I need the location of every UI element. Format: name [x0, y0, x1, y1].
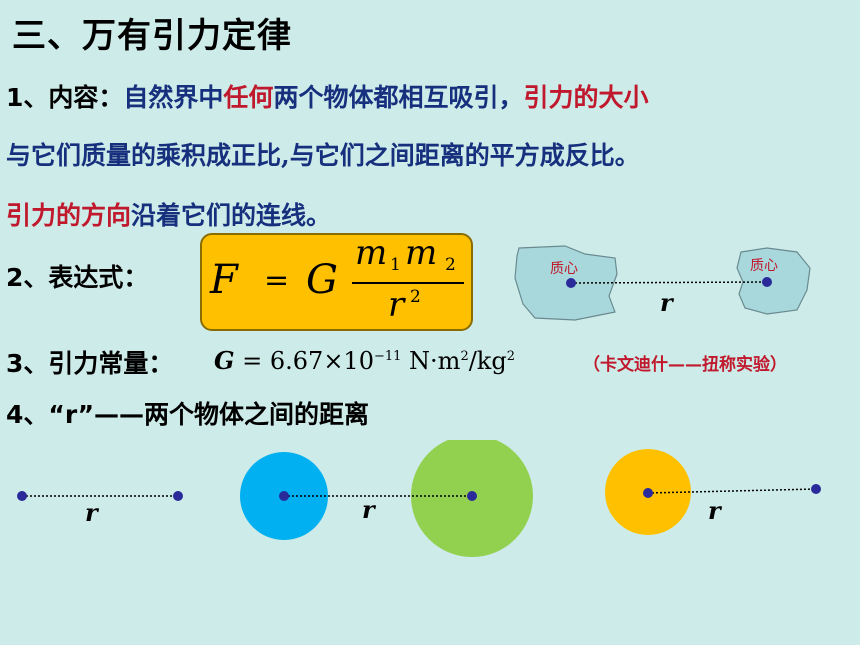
mass-center-r-label: r: [660, 288, 673, 317]
distance-examples: [17, 440, 821, 557]
example1-dot-right: [173, 491, 183, 501]
example3-line: [647, 488, 817, 494]
formula-equals: =: [264, 263, 290, 298]
example3-r-label: r: [708, 496, 721, 525]
constant-unit-exp2: 2: [506, 349, 515, 364]
constant-unit-a: N·m: [409, 347, 461, 375]
formula-m2: m: [405, 233, 438, 273]
constant-unit-b: /kg: [468, 347, 507, 375]
constant-value: = 6.67×10: [242, 347, 374, 375]
formula-G: G: [306, 257, 338, 303]
formula-F: F: [210, 257, 238, 303]
constant-G: G: [214, 346, 235, 375]
example3-dot-right: [811, 484, 821, 494]
formula-sub1: 1: [390, 255, 401, 275]
example1-r-label: r: [85, 498, 98, 527]
formula-sub2: 2: [445, 255, 456, 275]
content-text-1c: 两个物体都相互吸引，: [273, 83, 524, 112]
content-line-3: 引力的方向沿着它们的连线。: [6, 196, 331, 232]
fraction-bar: [352, 282, 464, 284]
distance-definition: 4、“r”——两个物体之间的距离: [6, 400, 370, 429]
expression-label: 2、表达式：: [6, 263, 149, 292]
constant-note: （卡文迪什——扭称实验）: [583, 355, 787, 375]
content-text-1b: 任何: [223, 83, 274, 112]
content-text-3b: 沿着它们的连线。: [131, 201, 332, 230]
right-center-dot: [762, 277, 772, 287]
mass-center-line: [570, 281, 768, 284]
formula-sup: 2: [410, 287, 421, 307]
content-label: 1、内容：: [6, 83, 124, 112]
formula-r: r: [388, 285, 405, 325]
left-mass-center-label: 质心: [550, 261, 578, 277]
content-text-3a: 引力的方向: [6, 201, 132, 230]
content-line-1: 1、内容：自然界中任何两个物体都相互吸引，引力的大小: [6, 78, 648, 114]
right-blob: [736, 247, 811, 315]
left-center-dot: [566, 278, 576, 288]
example2-r-label: r: [362, 495, 375, 524]
content-line-2: 与它们质量的乘积成正比,与它们之间距离的平方成反比。: [6, 141, 640, 170]
formula-box: F = G m 1 m 2 r 2: [200, 233, 473, 331]
example3-dot-left: [643, 488, 653, 498]
page-title: 三、万有引力定律: [12, 16, 292, 56]
constant-unit-exp: 2: [460, 349, 469, 364]
constant-label: 3、引力常量：: [6, 349, 174, 378]
example2-dot-right: [467, 491, 477, 501]
formula-m1: m: [355, 233, 388, 273]
content-text-1a: 自然界中: [123, 83, 224, 112]
constant-exp: −11: [373, 349, 402, 364]
right-mass-center-label: 质心: [750, 258, 778, 274]
content-text-1d: 引力的大小: [523, 83, 649, 112]
example1-dot-left: [17, 491, 27, 501]
example2-dot-left: [279, 491, 289, 501]
mass-center-diagram: [514, 245, 811, 321]
constant-formula: G = 6.67×10−11 N·m2/kg2: [214, 346, 515, 375]
